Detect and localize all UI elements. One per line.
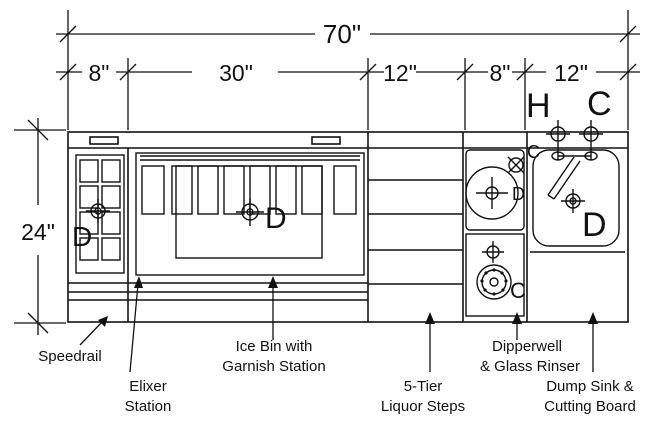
section-width-dump-sink: 12" (554, 60, 588, 86)
ice-bin-label-line1: Ice Bin with (236, 338, 313, 355)
dump-sink-drain-code: D (582, 206, 607, 244)
dump-sink-label-line2: Cutting Board (544, 398, 636, 415)
dimension-lines (14, 10, 640, 335)
dipperwell-label-line1: Dipperwell (492, 338, 562, 355)
section-width-ice-bin: 30" (219, 60, 253, 86)
liquor-steps-label-line1: 5-Tier (404, 378, 443, 395)
ice-bin (135, 152, 365, 276)
glass-rinser-cold-code: C (510, 278, 526, 303)
elixer-label-line2: Station (125, 398, 172, 415)
depth-dimension: 24" (21, 219, 55, 245)
ice-bin-label-line2: Garnish Station (222, 358, 325, 375)
section-width-liquor-steps: 12" (383, 60, 417, 86)
leader-arrowheads (98, 276, 598, 327)
counter-outline (67, 131, 629, 323)
dump-sink (530, 120, 625, 253)
hot-water-code: H (526, 87, 551, 125)
elixer-label-line1: Elixer (129, 378, 167, 395)
section-width-dipperwell: 8" (490, 60, 511, 86)
liquor-steps-label-line2: Liquor Steps (381, 398, 465, 415)
ice-bin-drain-code: D (265, 202, 287, 235)
speedrail-label: Speedrail (38, 348, 101, 365)
elixer-drain-code: D (72, 221, 92, 252)
total-width-dimension: 70" (323, 19, 361, 49)
elixer-station (75, 154, 125, 274)
leader-lines (79, 283, 594, 373)
dipperwell-drain-code: D (512, 184, 525, 204)
section-width-speedrail: 8" (89, 60, 110, 86)
dipperwell-label-line2: & Glass Rinser (480, 358, 580, 375)
dump-sink-label-line1: Dump Sink & (546, 378, 634, 395)
liquor-steps (368, 179, 463, 285)
dump-sink-cold-code: C (527, 142, 540, 162)
glass-rinser-nozzles (480, 268, 508, 296)
cold-water-code: C (587, 85, 612, 123)
dipperwell (465, 149, 525, 317)
